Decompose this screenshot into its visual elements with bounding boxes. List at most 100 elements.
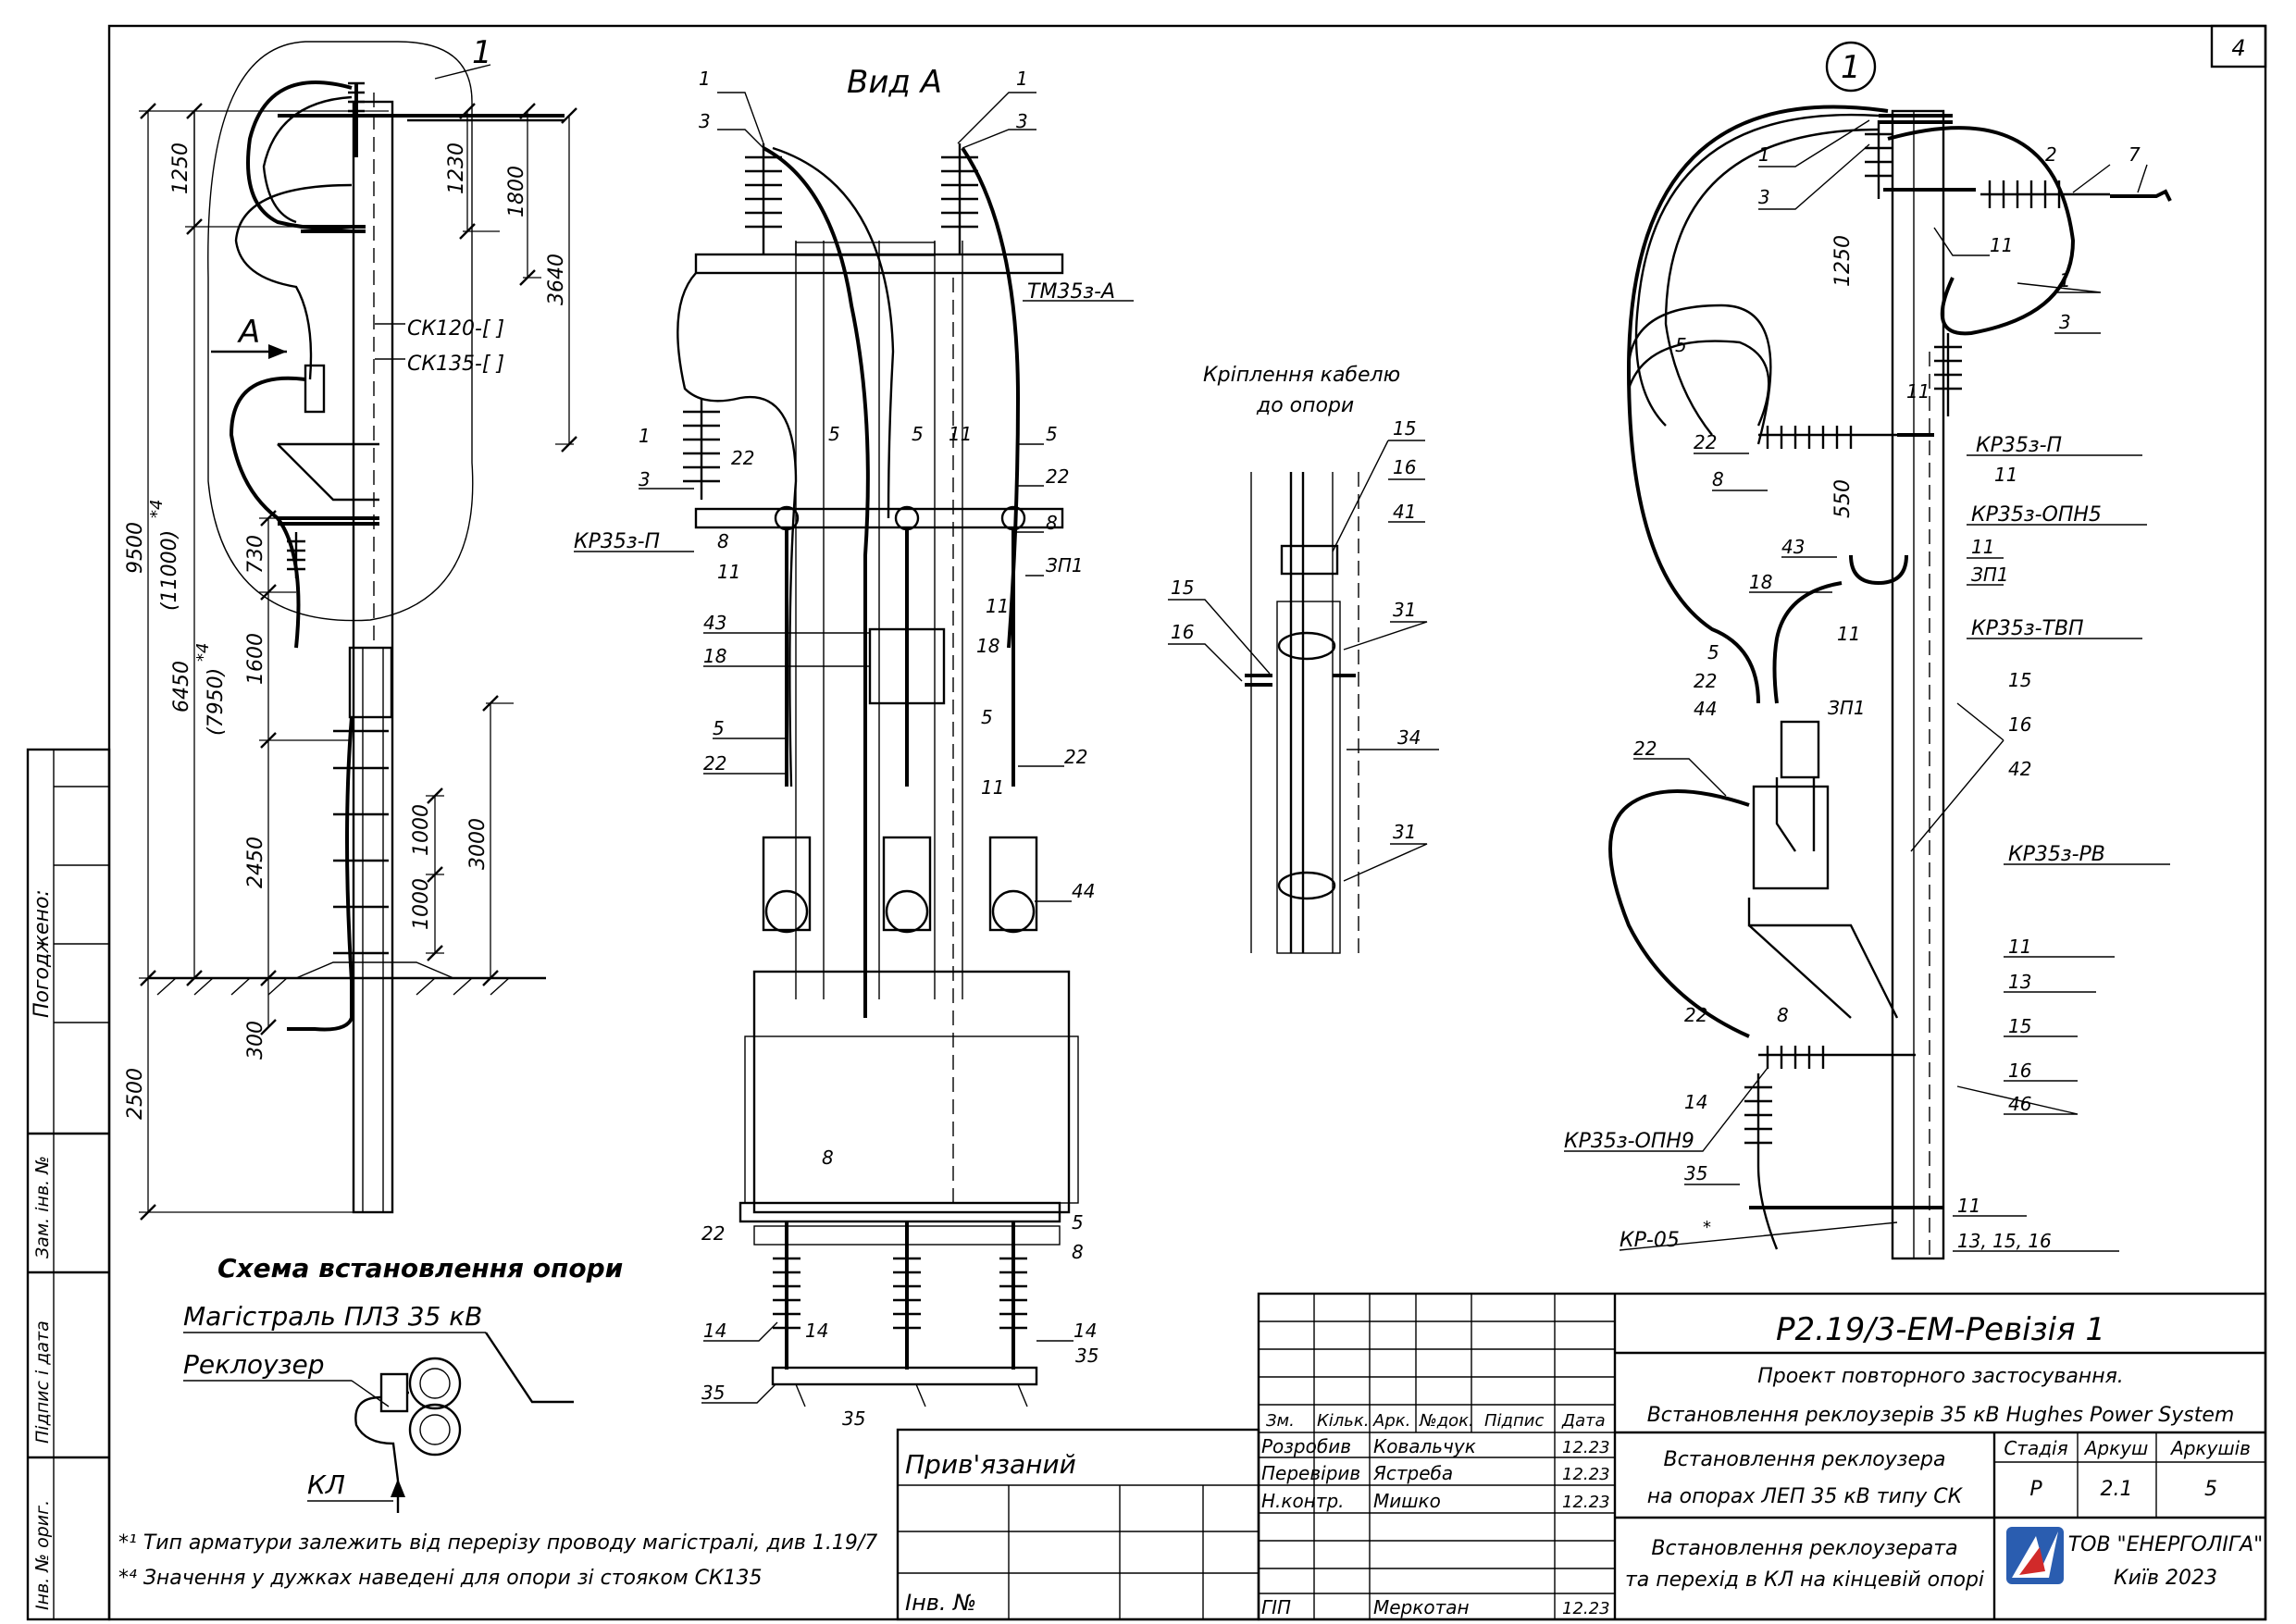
rv-dim-1250: 1250 <box>1831 235 1855 287</box>
va-lbl-5b: 5 <box>912 423 924 445</box>
pole-type-2: СК135-[ ] <box>407 353 504 376</box>
va-lbl-1a: 1 <box>699 68 711 90</box>
dim-2500: 2500 <box>124 1068 147 1120</box>
va-lbl-35a: 35 <box>701 1382 725 1404</box>
dim-note-4a: *4 <box>147 500 167 518</box>
rv-lbl-zp1a: ЗП1 <box>1971 564 2009 586</box>
scheme-title: Схема встановлення опори <box>217 1253 623 1283</box>
cd-lbl-15b: 15 <box>1171 576 1194 599</box>
inv-orig-label: Інв. № ориг. <box>32 1500 53 1610</box>
rv-lbl-14: 14 <box>1684 1091 1707 1113</box>
cable-detail-title-1: Кріплення кабелю <box>1203 364 1400 387</box>
sheets-value: 5 <box>2204 1478 2217 1501</box>
drawing-title-2: та перехід в КЛ на кінцевій опорі <box>1625 1568 1984 1592</box>
row-date-normcontrol: 12.23 <box>1562 1493 1610 1512</box>
dim-1000a: 1000 <box>410 804 433 856</box>
rv-lbl-opn9: КР35з-ОПН9 <box>1564 1130 1694 1153</box>
rv-lbl-11c: 11 <box>1994 464 2017 486</box>
dim-11000: (11000) <box>158 530 181 611</box>
scheme-recloser-label: Реклоузер <box>183 1349 325 1380</box>
va-lbl-5a: 5 <box>828 423 840 445</box>
pole-type-1: СК120-[ ] <box>407 317 504 341</box>
project-line-2: Встановлення реклоузерів 35 кВ Hughes Po… <box>1647 1404 2235 1427</box>
va-lbl-43: 43 <box>703 612 726 634</box>
va-lbl-1c: 1 <box>639 425 651 447</box>
row-role-checker: Перевірив <box>1261 1462 1360 1484</box>
side-stamp: Погоджено: Зам. інв. № Підпис і дата Інв… <box>26 748 111 1621</box>
view-arrow-label: А <box>237 314 260 351</box>
sheet-number: 4 <box>2231 35 2245 61</box>
row-name-developer: Ковальчук <box>1373 1435 1476 1457</box>
va-lbl-11c: 11 <box>986 595 1009 617</box>
dim-300: 300 <box>244 1021 267 1060</box>
rv-lbl-11d: 11 <box>1971 536 1994 558</box>
va-lbl-22d: 22 <box>1064 746 1087 768</box>
dim-9500: 9500 <box>124 522 147 574</box>
rv-lbl-1b: 1 <box>2059 269 2071 291</box>
rv-lbl-11f: 11 <box>2008 936 2031 958</box>
va-lbl-22c: 22 <box>703 752 726 775</box>
rv-lbl-43: 43 <box>1781 536 1805 558</box>
drawing-title-1: Встановлення реклоузерата <box>1651 1537 1957 1560</box>
row-date-checker: 12.23 <box>1562 1465 1610 1484</box>
company-logo-icon <box>2006 1527 2064 1584</box>
rv-lbl-kr05-star: * <box>1703 1218 1711 1237</box>
va-lbl-22e: 22 <box>701 1222 725 1245</box>
va-lbl-5c: 5 <box>1046 423 1058 445</box>
rv-lbl-8b: 8 <box>1777 1004 1789 1026</box>
rv-lbl-11e: 11 <box>1837 623 1860 645</box>
va-lbl-14a: 14 <box>703 1320 726 1342</box>
dim-1000b: 1000 <box>410 878 433 930</box>
va-lbl-35b: 35 <box>842 1407 865 1430</box>
cd-lbl-16b: 16 <box>1171 621 1194 643</box>
stage-value: Р <box>2029 1478 2042 1501</box>
rv-lbl-16a: 16 <box>2008 713 2031 736</box>
rv-lbl-13-15-16: 13, 15, 16 <box>1957 1230 2052 1252</box>
rv-lbl-44: 44 <box>1694 698 1717 720</box>
rv-lbl-22b: 22 <box>1694 670 1717 692</box>
rv-lbl-kr05: КР-05 <box>1620 1229 1680 1252</box>
right-view: 1 1 <box>1564 41 2172 1260</box>
rv-lbl-16b: 16 <box>2008 1060 2031 1082</box>
rv-lbl-5b: 5 <box>1707 641 1719 663</box>
sheets-header: Аркушів <box>2169 1437 2251 1459</box>
va-lbl-3a: 3 <box>699 110 711 132</box>
rv-lbl-11a: 11 <box>1990 234 2013 256</box>
rv-lbl-15b: 15 <box>2008 1015 2031 1037</box>
cable-detail-labels: 15 16 41 15 16 31 34 31 <box>1168 417 1439 882</box>
sheet-title-2: на опорах ЛЕП 35 кВ типу СК <box>1647 1485 1964 1508</box>
cable-detail: Кріплення кабелю до опори 15 16 41 15 16… <box>1168 364 1439 954</box>
rv-lbl-tvp: КР35з-ТВП <box>1971 617 2084 640</box>
notes: *¹ Тип арматури залежить від перерізу пр… <box>118 1531 877 1590</box>
left-dimensions: 1250 1230 1800 3640 730 1600 9500 (11000… <box>124 103 577 1221</box>
va-lbl-22a: 22 <box>731 447 754 469</box>
va-lbl-11a: 11 <box>717 561 740 583</box>
rv-lbl-35: 35 <box>1684 1162 1707 1184</box>
rv-lbl-22c: 22 <box>1633 738 1657 760</box>
sheet-value: 2.1 <box>2101 1478 2133 1501</box>
cd-lbl-31b: 31 <box>1393 821 1416 843</box>
left-callout: 1 <box>472 34 492 71</box>
scheme: Схема встановлення опори Магістраль ПЛЗ … <box>183 1253 623 1513</box>
va-lbl-8a: 8 <box>717 530 729 552</box>
rv-lbl-46: 46 <box>2008 1093 2031 1115</box>
rv-lbl-42: 42 <box>2008 758 2031 780</box>
rv-lbl-22d: 22 <box>1684 1004 1707 1026</box>
col-hdr-zm: Зм. <box>1266 1411 1295 1431</box>
va-lbl-zp1: ЗП1 <box>1046 554 1084 576</box>
cd-lbl-34: 34 <box>1397 726 1421 749</box>
va-lbl-3c: 3 <box>639 468 651 490</box>
rv-lbl-rv: КР35з-РВ <box>2008 843 2105 866</box>
view-a: Вид А <box>574 64 1134 1430</box>
va-lbl-5f: 5 <box>1072 1211 1084 1233</box>
rv-lbl-8a: 8 <box>1712 468 1724 490</box>
rv-lbl-zp1b: ЗП1 <box>1828 697 1866 719</box>
dim-730: 730 <box>244 535 267 574</box>
note-2: *⁴ Значення у дужках наведені для опори … <box>118 1567 763 1590</box>
row-date-developer: 12.23 <box>1562 1438 1610 1457</box>
company-name: ТОВ "ЕНЕРГОЛІГА" <box>2068 1533 2264 1556</box>
row-name-gip: Меркотан <box>1373 1596 1470 1618</box>
va-lbl-11d: 11 <box>981 776 1004 799</box>
scheme-cable-label: КЛ <box>307 1469 345 1500</box>
rv-lbl-opn5: КР35з-ОПН5 <box>1971 503 2102 527</box>
